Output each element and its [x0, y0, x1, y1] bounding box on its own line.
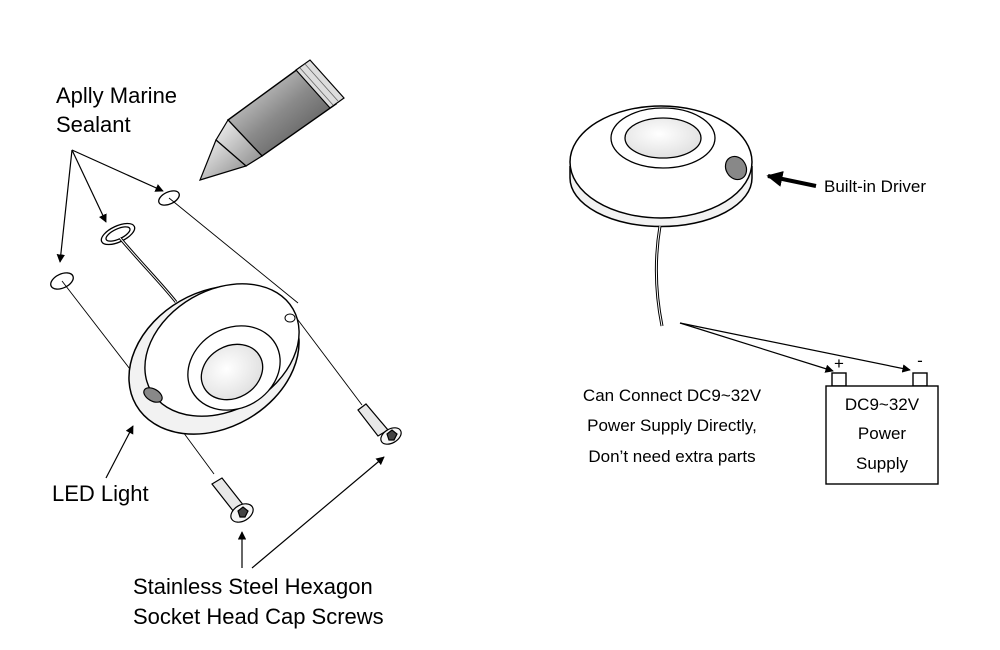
screw-right	[357, 403, 402, 445]
screws-label-line-2: Socket Head Cap Screws	[133, 604, 384, 629]
sealant-label-line-2: Sealant	[56, 112, 131, 137]
led-light-label: LED Light	[52, 481, 149, 506]
connect-note-line-1: Can Connect DC9~32V	[582, 386, 762, 405]
led-light-arrow	[105, 425, 134, 479]
built-in-driver-fixture	[569, 105, 753, 228]
positive-terminal-label: +	[834, 354, 844, 373]
negative-terminal-label: -	[917, 351, 923, 370]
built-in-driver-label: Built-in Driver	[824, 177, 927, 196]
sealant-arrows	[56, 149, 164, 263]
power-supply-line-2: Power	[857, 424, 907, 443]
wire-leads	[679, 322, 911, 373]
sealant-rings	[50, 190, 180, 290]
screws-arrows	[237, 456, 385, 569]
sealant-label-line-1: Aplly Marine	[56, 83, 178, 108]
driver-arrow	[766, 171, 817, 188]
connect-note-line-2: Power Supply Directly,	[587, 416, 757, 435]
screw-bottom	[211, 477, 254, 523]
led-light-fixture	[128, 283, 300, 435]
power-supply-box	[825, 372, 939, 485]
sealant-tube	[198, 59, 345, 181]
connect-note-line-3: Don’t need extra parts	[588, 447, 756, 466]
power-supply-line-3: Supply	[856, 454, 908, 473]
power-supply-line-1: DC9~32V	[844, 395, 920, 414]
screws-label-line-1: Stainless Steel Hexagon	[133, 574, 373, 599]
